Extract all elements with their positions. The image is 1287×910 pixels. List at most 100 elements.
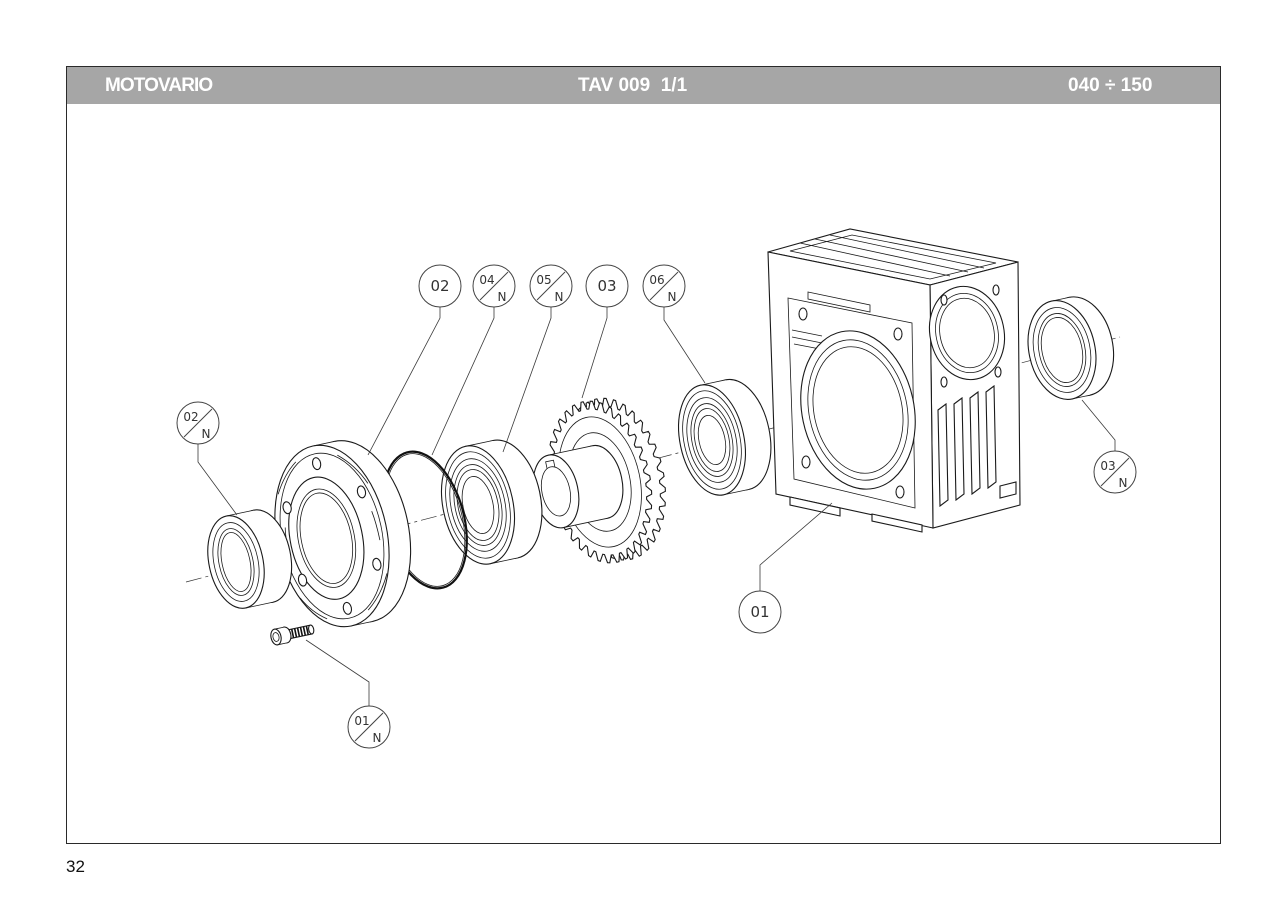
callout-suffix: N (373, 731, 382, 745)
seal-edges (226, 509, 274, 609)
flange-hole (372, 557, 382, 571)
bore-chamfer (807, 339, 909, 481)
output-flange (274, 440, 412, 628)
callout-slash (536, 271, 566, 301)
bearing-bore (461, 476, 495, 534)
callout-code: 04 (479, 273, 494, 287)
callout-circle (738, 590, 782, 634)
leader-05n (502, 307, 552, 453)
housing-main-bore (800, 330, 916, 490)
housing-foot (871, 513, 923, 533)
callout-code: 03 (597, 277, 616, 295)
bearing-balls (686, 397, 738, 483)
leader-lines (197, 307, 1116, 706)
bearing-inner-race (690, 403, 734, 477)
leader-06n (663, 307, 706, 384)
callout-suffix: N (1119, 476, 1128, 490)
title-bar: MOTOVARIO TAV 009 1/1 040 ÷ 150 (67, 67, 1220, 104)
callout-code: 01 (354, 714, 369, 728)
housing-top-boss (807, 291, 871, 313)
bearing-bore (697, 414, 727, 466)
brand-name: MOTOVARIO (105, 75, 213, 96)
callout-suffix: N (555, 290, 564, 304)
gear-housing (767, 228, 1021, 533)
seal-lip (1037, 313, 1087, 387)
callout-slash (649, 271, 679, 301)
page-number: 32 (66, 857, 85, 876)
bearing-inner-ring (456, 469, 500, 541)
callout-slash (354, 712, 384, 742)
seal-bore (1040, 317, 1084, 383)
cap-screw (270, 624, 315, 646)
side-hole (940, 294, 948, 306)
oil-seal-left (207, 509, 293, 609)
screw-socket (272, 632, 280, 642)
leader-02n (197, 444, 238, 516)
callout-code: 02 (430, 277, 449, 295)
bearing-balls (449, 458, 507, 552)
callout-06-n: 06 N (642, 264, 686, 308)
screw-tip (308, 624, 315, 635)
callout-slash (479, 271, 509, 301)
housing-foot (999, 481, 1017, 499)
callout-slash (183, 408, 213, 438)
housing-top-ribs (799, 234, 985, 277)
bolt-hole (798, 307, 808, 321)
size-range: 040 ÷ 150 (1068, 75, 1153, 96)
bolt-hole (895, 485, 905, 499)
cooling-fin (985, 384, 997, 490)
callout-03-n: 03 N (1093, 450, 1137, 494)
flange-hole (342, 601, 353, 615)
callout-05-n: 05 N (529, 264, 573, 308)
bearing-06n (678, 378, 772, 496)
side-hole (992, 284, 1000, 296)
cooling-fin (937, 402, 949, 508)
callout-04-n: 04 N (472, 264, 516, 308)
bearing-outer-race (682, 390, 742, 490)
drawing-frame: MOTOVARIO TAV 009 1/1 040 ÷ 150 (66, 66, 1221, 844)
leader-01 (759, 502, 833, 591)
leader-02 (367, 307, 441, 456)
housing-top-rim (789, 234, 997, 280)
housing-foot (789, 496, 841, 517)
leader-01n (305, 639, 370, 706)
flange-hole (311, 457, 322, 471)
worm-wheel (532, 397, 666, 564)
callout-suffix: N (668, 290, 677, 304)
side-bore-mid (935, 292, 999, 374)
callout-code: 02 (183, 410, 198, 424)
flange-hole (282, 501, 292, 515)
flange-bore (296, 488, 357, 588)
side-bore-inner (939, 297, 995, 369)
hub-keyway (545, 459, 556, 469)
callout-circle (585, 264, 629, 308)
hub-edges (548, 445, 608, 528)
seal-lip (217, 528, 255, 596)
housing-side-bore (928, 285, 1006, 381)
callout-code: 06 (649, 273, 664, 287)
callout-02: 02 (418, 264, 462, 308)
table-reference: TAV 009 1/1 (578, 75, 688, 96)
callout-code: 05 (536, 273, 551, 287)
bore-outer (800, 330, 916, 490)
oil-seal-right (1027, 296, 1115, 400)
cooling-fin (969, 390, 981, 496)
bearing-outer-race (445, 451, 511, 559)
seal-rim (212, 522, 260, 602)
callout-slash (1100, 457, 1130, 487)
hub-bore (540, 466, 572, 517)
seal-bore (220, 532, 252, 592)
flange-spigot (288, 476, 365, 600)
bearing-05n (441, 439, 543, 565)
side-hole (994, 366, 1002, 378)
side-hole (940, 376, 948, 388)
seal-front-face (207, 515, 265, 609)
bearing-inner-ring (693, 408, 731, 472)
callout-suffix: N (498, 290, 507, 304)
callout-01: 01 (738, 590, 782, 634)
flange-hole (297, 573, 308, 587)
callout-03: 03 (585, 264, 629, 308)
seal-rim (1032, 307, 1092, 393)
leader-03n (1081, 399, 1116, 451)
